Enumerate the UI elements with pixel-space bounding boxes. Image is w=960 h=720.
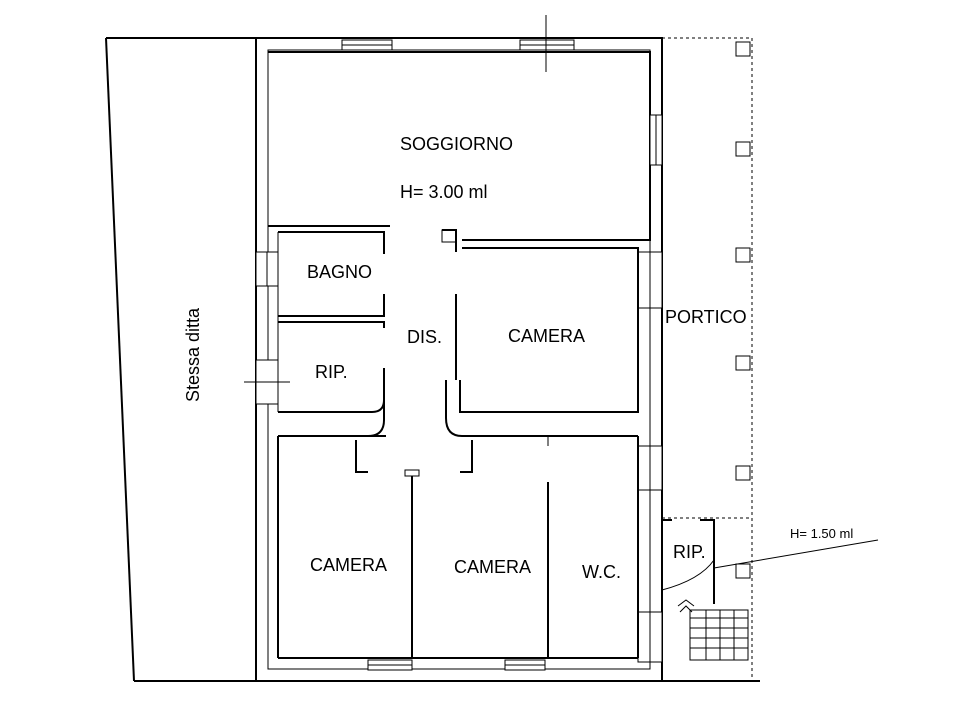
label-camera-bottom-left: CAMERA bbox=[310, 555, 387, 575]
camera-right-room bbox=[441, 229, 639, 413]
label-neighbor: Stessa ditta bbox=[183, 307, 203, 402]
window-bagno-left bbox=[255, 251, 279, 287]
label-bagno: BAGNO bbox=[307, 262, 372, 282]
label-portico: PORTICO bbox=[665, 307, 747, 327]
window-top-right bbox=[519, 15, 575, 72]
window-bottom-right bbox=[637, 611, 663, 663]
window-bottom-left bbox=[367, 659, 413, 671]
window-top-left bbox=[341, 39, 393, 51]
window-bottom-mid bbox=[504, 659, 546, 671]
window-rip-left bbox=[244, 359, 290, 405]
label-dis: DIS. bbox=[407, 327, 442, 347]
label-camera-right: CAMERA bbox=[508, 326, 585, 346]
label-camera-bottom-mid: CAMERA bbox=[454, 557, 531, 577]
rip-right-room bbox=[661, 517, 879, 604]
window-camera-right bbox=[637, 251, 663, 309]
label-rip-height: H= 1.50 ml bbox=[790, 526, 853, 541]
label-rip-right: RIP. bbox=[673, 542, 706, 562]
label-soggiorno: SOGGIORNO bbox=[400, 134, 513, 154]
label-wc: W.C. bbox=[582, 562, 621, 582]
window-soggiorno-right bbox=[649, 114, 663, 166]
bottom-rooms bbox=[277, 436, 639, 659]
portico-area bbox=[662, 37, 753, 682]
corridor-curves bbox=[368, 380, 638, 437]
stair bbox=[677, 599, 749, 661]
label-rip-left: RIP. bbox=[315, 362, 348, 382]
label-soggiorno-height: H= 3.00 ml bbox=[400, 182, 488, 202]
window-wc-right bbox=[637, 445, 663, 491]
